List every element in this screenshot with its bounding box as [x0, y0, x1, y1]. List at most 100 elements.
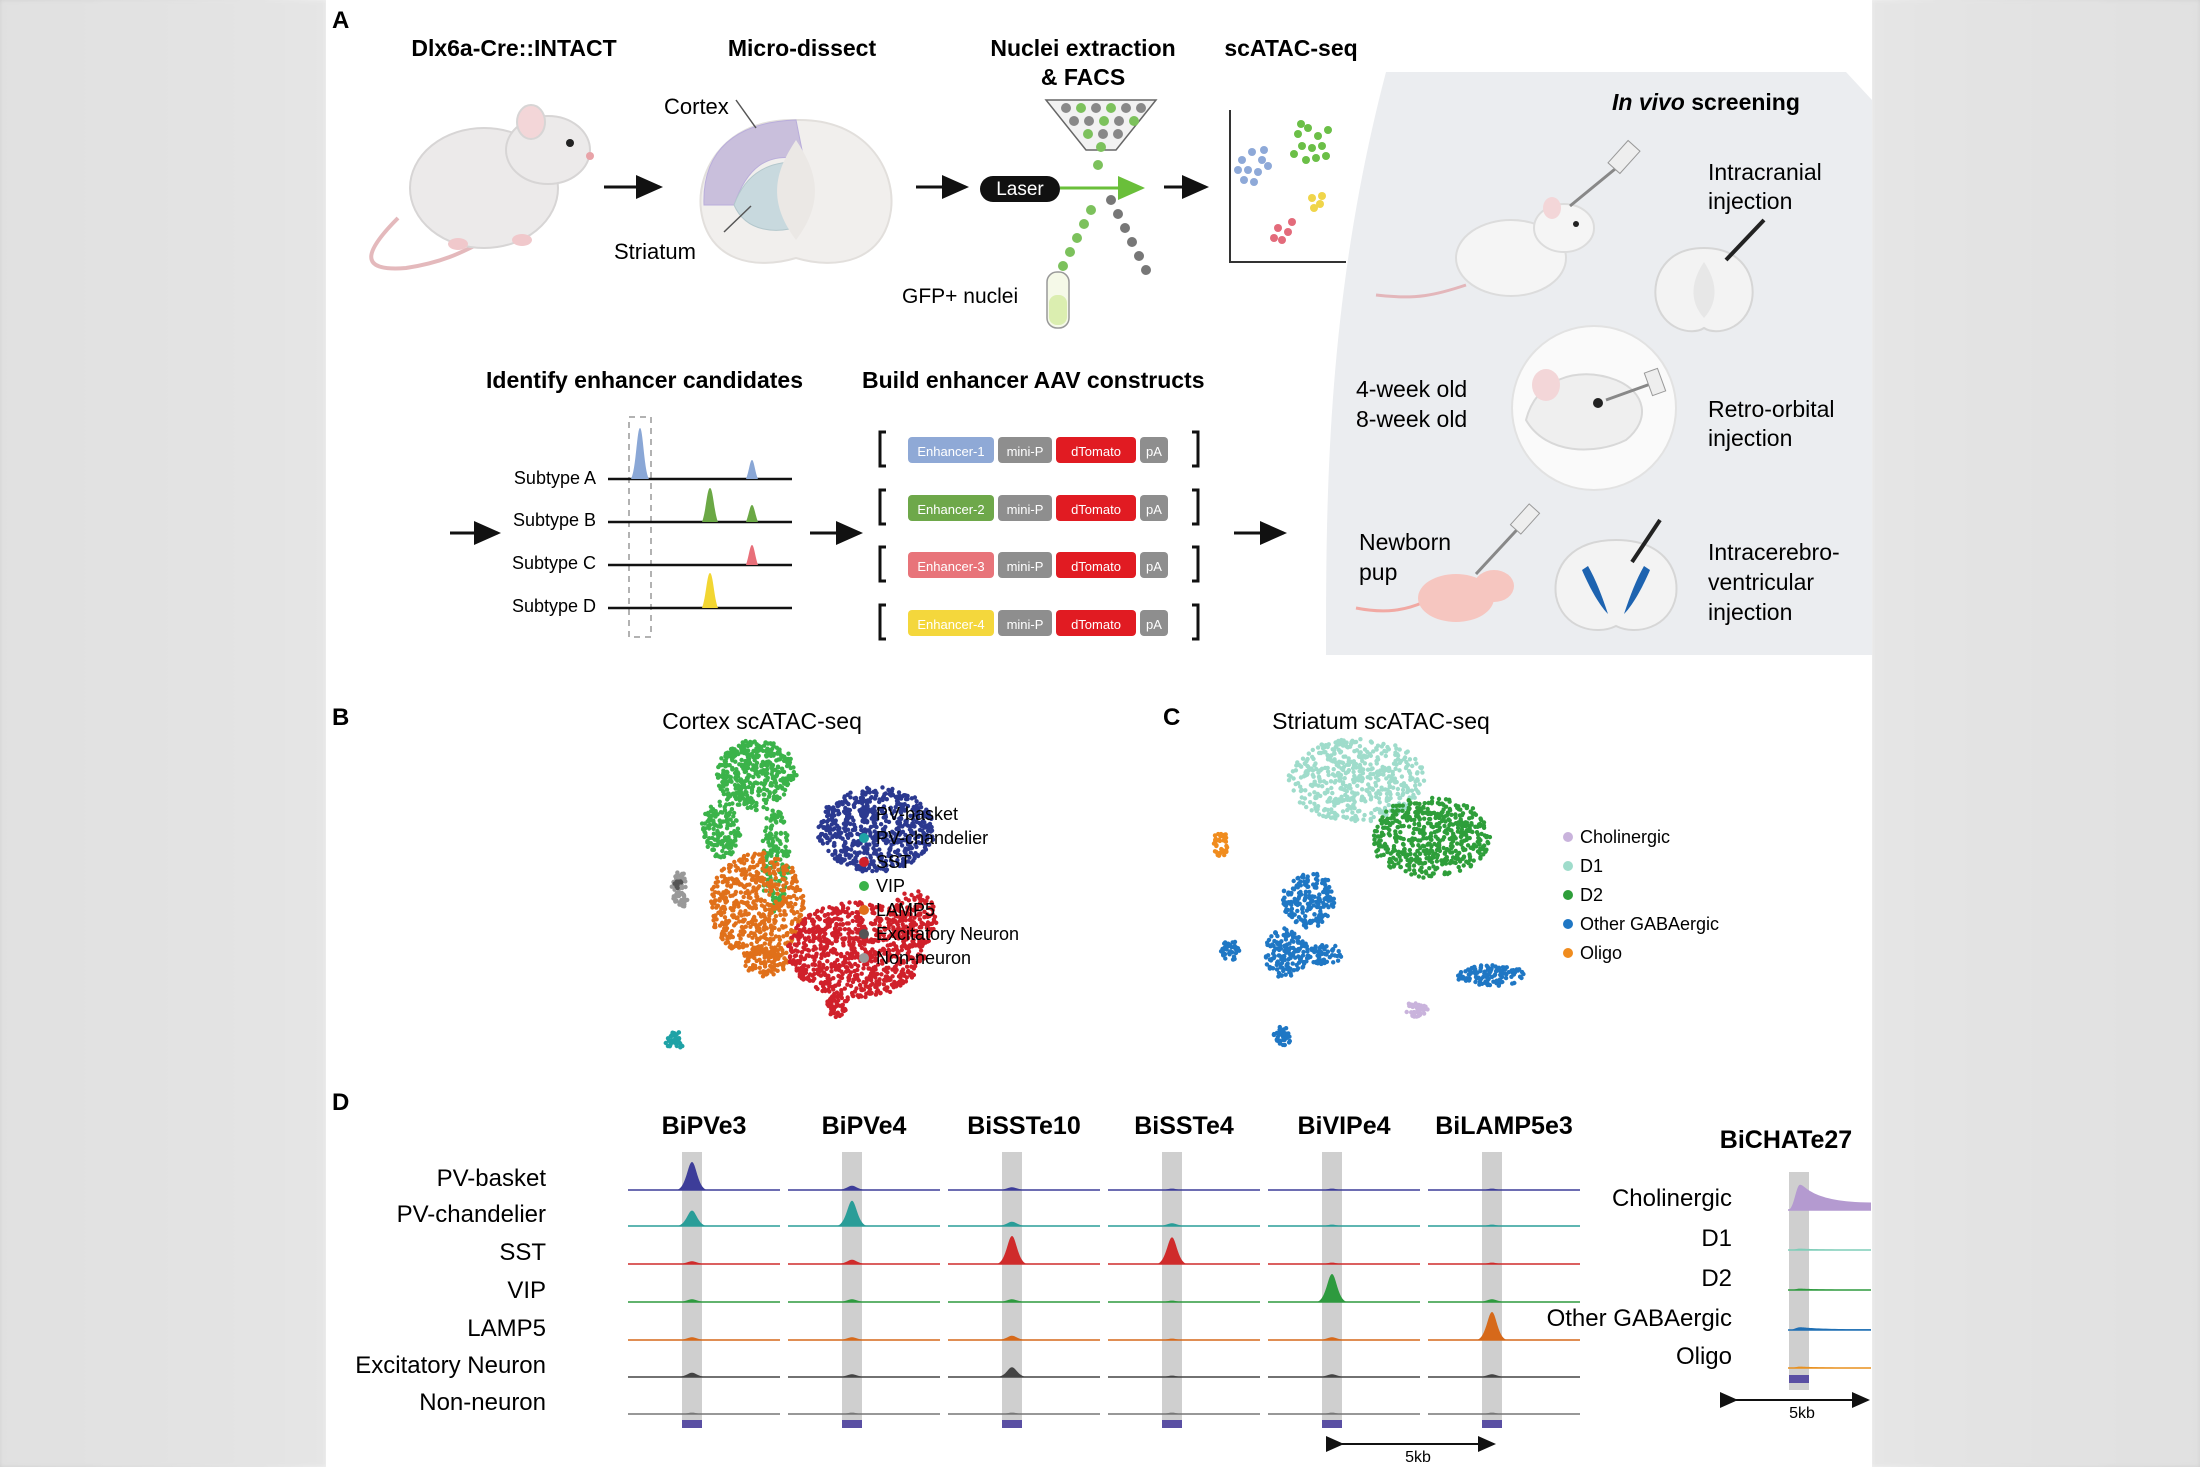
construct-4: Enhancer-4 mini-P dTomato pA: [878, 603, 1200, 641]
striatum-track-label: Oligo: [1676, 1343, 1732, 1370]
svg-text:mini-P: mini-P: [1007, 617, 1044, 632]
track-signal: [1268, 1224, 1420, 1227]
figure-svg: A Dlx6a-Cre::INTACT Micro-dissect Nuclei…: [332, 7, 1872, 1466]
striatum-track-label: Cholinergic: [1612, 1185, 1732, 1212]
blurred-left-margin: [0, 0, 326, 1467]
retro-line2: injection: [1708, 425, 1792, 451]
svg-text:Enhancer-2: Enhancer-2: [917, 502, 984, 517]
enhancer-highlight: [842, 1152, 862, 1427]
track-signal: [1108, 1237, 1260, 1265]
track-signal: [788, 1185, 940, 1191]
retro-line1: Retro-orbital: [1708, 396, 1835, 422]
svg-text:SST: SST: [876, 852, 911, 872]
cluster-pv-chandelier: [663, 1030, 685, 1050]
cluster-pv-basket: [816, 785, 936, 874]
panel-a-letter: A: [332, 7, 349, 34]
track-signal: [948, 1236, 1100, 1265]
identify-title: Identify enhancer candidates: [486, 367, 803, 393]
striatum-scale-bar: 5kb: [1720, 1392, 1870, 1422]
subtype-track-d: Subtype D: [512, 573, 792, 616]
construct-1: Enhancer-1 mini-P dTomato pA: [878, 430, 1200, 468]
track-signal: [1428, 1262, 1580, 1265]
blurred-right-margin: [1872, 0, 2200, 1467]
step-scatac: scATAC-seq: [1224, 35, 1357, 61]
enhancer-title: BiLAMP5e3: [1435, 1112, 1573, 1140]
track-signal: [1108, 1338, 1260, 1341]
track-signal: [1428, 1412, 1580, 1415]
striatum-umap-title: Striatum scATAC-seq: [1272, 708, 1490, 734]
striatum-legend-item: D1: [1563, 856, 1603, 876]
svg-text:VIP: VIP: [876, 876, 905, 896]
track-signal: [948, 1221, 1100, 1227]
track-signal: [628, 1210, 780, 1227]
track-signal: [948, 1335, 1100, 1341]
track-signal: [788, 1374, 940, 1378]
track-signal: [1268, 1188, 1420, 1191]
svg-text:Subtype D: Subtype D: [512, 596, 596, 616]
track-signal: [1108, 1223, 1260, 1227]
svg-text:Enhancer-3: Enhancer-3: [917, 559, 984, 574]
cortex-label: Cortex: [664, 94, 729, 119]
track-signal: [628, 1299, 780, 1303]
striatum-legend-item: D2: [1563, 885, 1603, 905]
cluster-lamp5-2: [742, 944, 790, 979]
track-signal: [1428, 1299, 1580, 1303]
cluster-other-gabaergic-1: [1280, 871, 1337, 930]
facs-illustration: [980, 99, 1158, 329]
cortex-legend-item: Non-neuron: [859, 948, 971, 968]
enhancer-title: BiSSTe10: [967, 1112, 1080, 1140]
age-8week: 8-week old: [1356, 406, 1467, 432]
striatum-legend-item: Oligo: [1563, 943, 1622, 963]
cluster-other-gabaergic-3: [1218, 939, 1242, 962]
cluster-lamp5: [709, 850, 806, 957]
svg-text:dTomato: dTomato: [1071, 502, 1121, 517]
cluster-d1: [1286, 737, 1427, 824]
pup-illustration: [1355, 503, 1541, 622]
svg-text:LAMP5: LAMP5: [876, 900, 935, 920]
track-signal: [948, 1187, 1100, 1191]
enhancer-title: BiPVe3: [662, 1112, 747, 1140]
cortex-pointer: [735, 99, 757, 129]
track-label: PV-chandelier: [397, 1201, 546, 1228]
track-label: Non-neuron: [419, 1389, 546, 1416]
figure: A Dlx6a-Cre::INTACT Micro-dissect Nuclei…: [326, 0, 1872, 1467]
brain-icv-illustration: [1554, 518, 1678, 631]
track-signal: [1428, 1374, 1580, 1378]
striatum-highlight: [1789, 1172, 1809, 1390]
track-signal: [628, 1412, 780, 1415]
striatum-track-signal: [1788, 1366, 1871, 1369]
enhancer-title: BiSSTe4: [1134, 1112, 1234, 1140]
step-microdissect: Micro-dissect: [728, 35, 877, 61]
retroorbital-illustration: [1511, 325, 1677, 491]
svg-text:mini-P: mini-P: [1007, 444, 1044, 459]
scale-bar: 5kb: [1326, 1436, 1496, 1466]
svg-text:mini-P: mini-P: [1007, 559, 1044, 574]
cortex-legend-item: PV-chandelier: [859, 828, 988, 848]
subtype-track-a: Subtype A: [514, 428, 792, 488]
cluster-oligo: [1211, 831, 1230, 858]
track-signal: [1428, 1224, 1580, 1227]
track-signal: [948, 1299, 1100, 1303]
scatac-mini-scatter: [1229, 110, 1346, 263]
striatum-label: Striatum: [614, 239, 696, 264]
track-signal: [628, 1261, 780, 1265]
age-4week: 4-week old: [1356, 376, 1467, 402]
icv-line1: Intracerebro-: [1708, 539, 1840, 565]
track-signal: [628, 1162, 780, 1191]
cluster-sst-2: [891, 889, 939, 950]
track-signal: [788, 1299, 940, 1303]
striatum-enhancer-title: BiCHATe27: [1720, 1126, 1852, 1154]
track-signal: [1108, 1300, 1260, 1303]
laser-label: Laser: [996, 179, 1044, 200]
enhancer-highlight: [1482, 1152, 1502, 1427]
enhancer-region-marker: [1002, 1420, 1022, 1428]
cluster-sst-3: [825, 994, 850, 1020]
step-facs: & FACS: [1041, 64, 1125, 90]
svg-text:PV-chandelier: PV-chandelier: [876, 828, 988, 848]
track-signal: [1108, 1188, 1260, 1191]
striatum-track-label: Other GABAergic: [1547, 1305, 1732, 1332]
track-signal: [788, 1337, 940, 1341]
track-label: Excitatory Neuron: [355, 1352, 546, 1379]
svg-text:dTomato: dTomato: [1071, 444, 1121, 459]
